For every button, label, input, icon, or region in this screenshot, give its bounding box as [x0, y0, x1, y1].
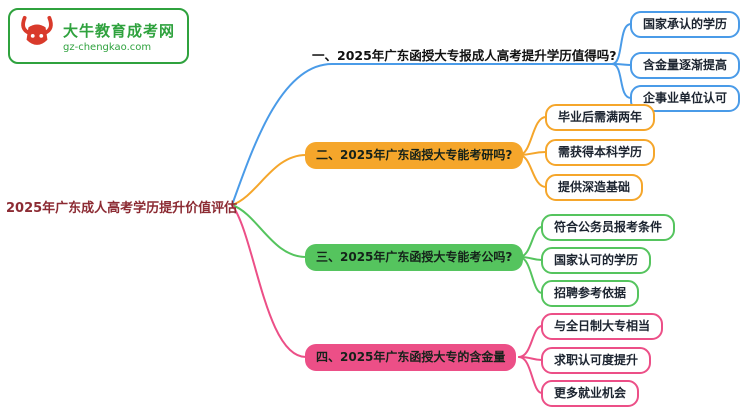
leaf-node: 国家认可的学历 [541, 247, 652, 274]
leaf-node: 需获得本科学历 [545, 139, 656, 166]
site-logo: 大牛教育成考网 gz-chengkao.com [8, 8, 190, 64]
branch-2-node: 二、2025年广东函授大专能考研吗? [305, 142, 524, 169]
branch-3-node: 三、2025年广东函授大专能考公吗? [305, 244, 524, 271]
leaf-node: 提供深造基础 [545, 174, 644, 201]
leaf-node: 国家承认的学历 [630, 11, 741, 38]
logo-text-block: 大牛教育成考网 gz-chengkao.com [63, 20, 175, 53]
leaf-node: 招聘参考依据 [541, 280, 640, 307]
root-node: 2025年广东成人高考学历提升价值评估 [6, 201, 238, 216]
leaf-node: 符合公务员报考条件 [541, 214, 676, 241]
leaf-node: 毕业后需满两年 [545, 104, 656, 131]
leaf-node: 求职认可度提升 [541, 347, 652, 374]
leaf-node: 与全日制大专相当 [541, 313, 664, 340]
branch-1-node: 一、2025年广东函授大专报成人高考提升学历值得吗? [312, 48, 617, 63]
bull-logo-icon [18, 15, 56, 57]
leaf-node: 更多就业机会 [541, 380, 640, 407]
leaf-node: 含金量逐渐提高 [630, 52, 741, 79]
logo-title: 大牛教育成考网 [63, 21, 176, 40]
branch-4-node: 四、2025年广东函授大专的含金量 [305, 344, 517, 371]
logo-domain: gz-chengkao.com [63, 41, 152, 53]
